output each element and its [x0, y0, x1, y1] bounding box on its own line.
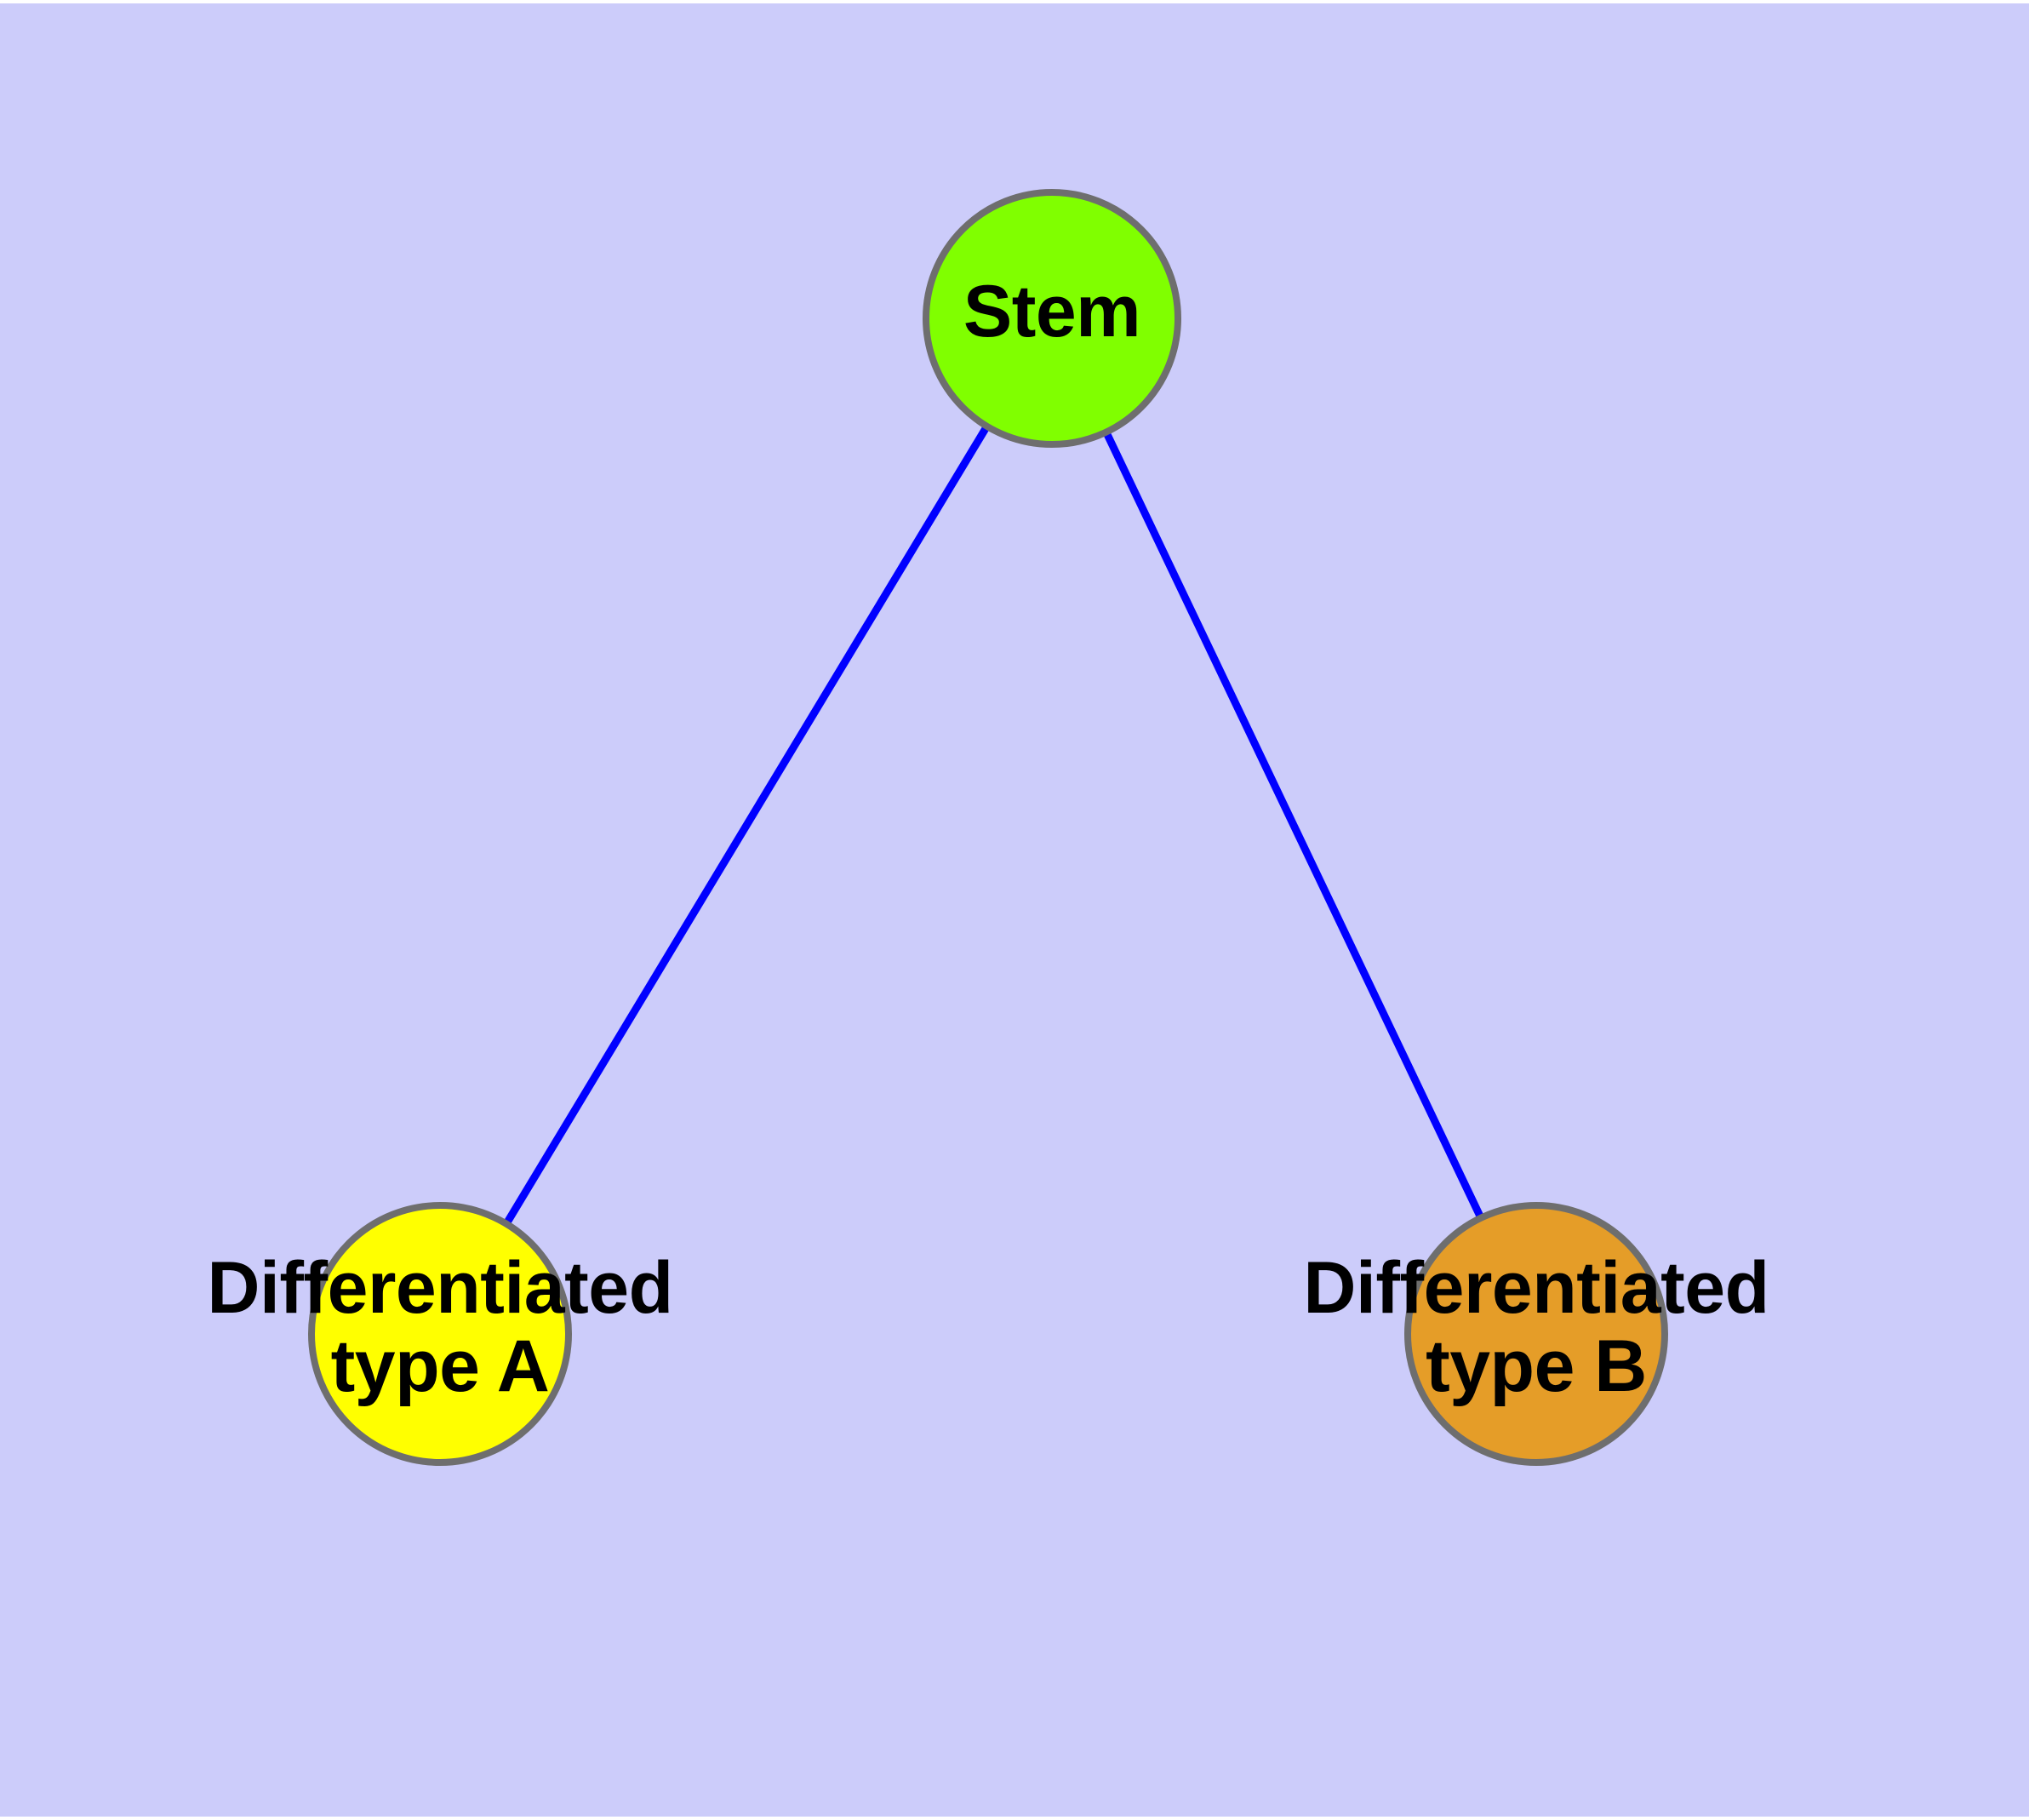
node-stem[interactable] — [923, 189, 1181, 448]
graph-nodes-layer: Stem Differentiated type A Differentiate… — [0, 3, 2029, 1817]
edge-stem-to-differentiated-type-a — [437, 316, 1055, 1336]
node-differentiated-type-a[interactable] — [308, 1202, 572, 1466]
node-differentiated-type-b[interactable] — [1404, 1202, 1668, 1466]
graph-edges-layer — [437, 316, 1540, 1336]
graph-plot-area: Stem Differentiated type A Differentiate… — [0, 3, 2029, 1817]
edge-stem-to-differentiated-type-b — [1048, 317, 1540, 1336]
